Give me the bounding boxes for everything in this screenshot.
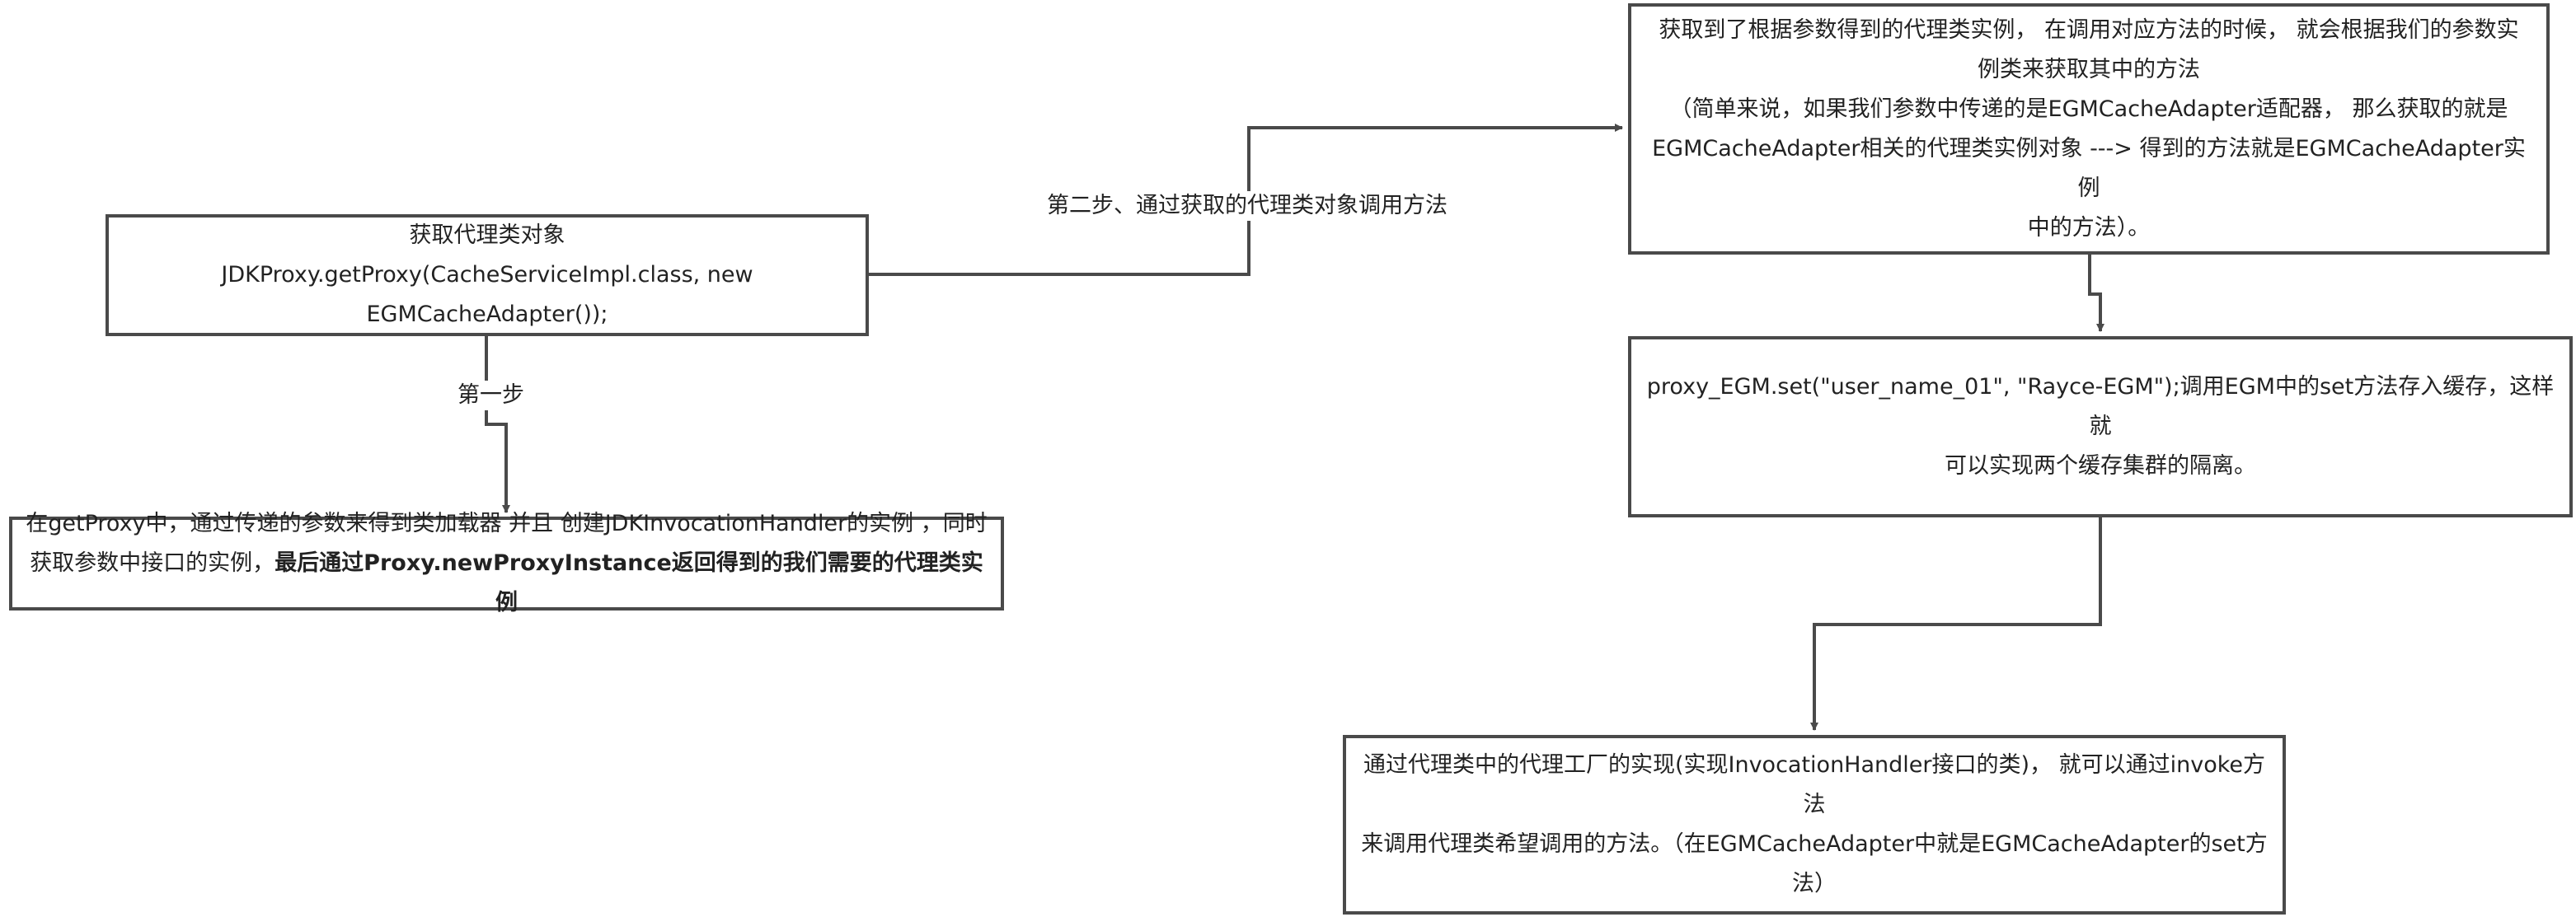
node-get-proxy-title: 获取代理类对象: [409, 222, 565, 248]
edge-instance-to-set-connector: [2088, 253, 2104, 332]
node-proxy-instance-line4: EGMCacheAdapter相关的代理类实例对象 ---> 得到的方法就是EG…: [1652, 135, 2526, 201]
node-proxy-instance-line5: 中的方法）。: [2027, 214, 2151, 241]
node-proxy-instance: 获取到了根据参数得到的代理类实例， 在调用对应方法的时候， 就会根据我们的参数实…: [1628, 3, 2550, 255]
node-proxy-set: proxy_EGM.set("user_name_01", "Rayce-EGM…: [1628, 336, 2573, 517]
node-invoke: 通过代理类中的代理工厂的实现(实现InvocationHandler接口的类)，…: [1343, 735, 2286, 915]
node-in-get-proxy-line1: 在getProxy中，通过传递的参数来得到类加载器 并且 创建JDKInvoca…: [26, 511, 988, 536]
node-in-get-proxy-line2: 获取参数中接口的实例，最后通过Proxy.newProxyInstance返回得…: [24, 544, 989, 623]
edge-step1-label: 第一步: [454, 381, 528, 410]
node-in-get-proxy: 在getProxy中，通过传递的参数来得到类加载器 并且 创建JDKInvoca…: [9, 511, 1004, 615]
node-invoke-line1: 通过代理类中的代理工厂的实现(实现InvocationHandler接口的类)，…: [1363, 752, 2266, 817]
node-get-proxy: 获取代理类对象 JDKProxy.getProxy(CacheServiceIm…: [106, 214, 869, 336]
node-invoke-line2: 来调用代理类希望调用的方法。（在EGMCacheAdapter中就是EGMCac…: [1361, 831, 2268, 857]
edge-step2-label: 第二步、通过获取的代理类对象调用方法: [1044, 191, 1451, 221]
edge-step1-connector: [485, 335, 510, 513]
node-proxy-instance-line1: 获取到了根据参数得到的代理类实例， 在调用对应方法的时候， 就会根据我们的参数实: [1659, 16, 2519, 43]
node-get-proxy-code: JDKProxy.getProxy(CacheServiceImpl.class…: [221, 262, 753, 327]
node-in-get-proxy-line2-bold: 最后通过Proxy.newProxyInstance返回得到的我们需要的代理类实…: [274, 550, 983, 615]
node-proxy-set-line1: proxy_EGM.set("user_name_01", "Rayce-EGM…: [1646, 374, 2555, 439]
node-in-get-proxy-line2-normal: 获取参数中接口的实例，: [30, 550, 275, 576]
edge-set-to-invoke-connector: [1810, 516, 2102, 731]
node-proxy-instance-line2: 例类来获取其中的方法: [1978, 56, 2200, 82]
node-proxy-instance-line3: （简单来说，如果我们参数中传递的是EGMCacheAdapter适配器， 那么获…: [1669, 96, 2508, 122]
node-proxy-set-line2: 可以实现两个缓存集群的隔离。: [1945, 453, 2256, 479]
node-invoke-line3: 法）: [1792, 871, 1837, 896]
